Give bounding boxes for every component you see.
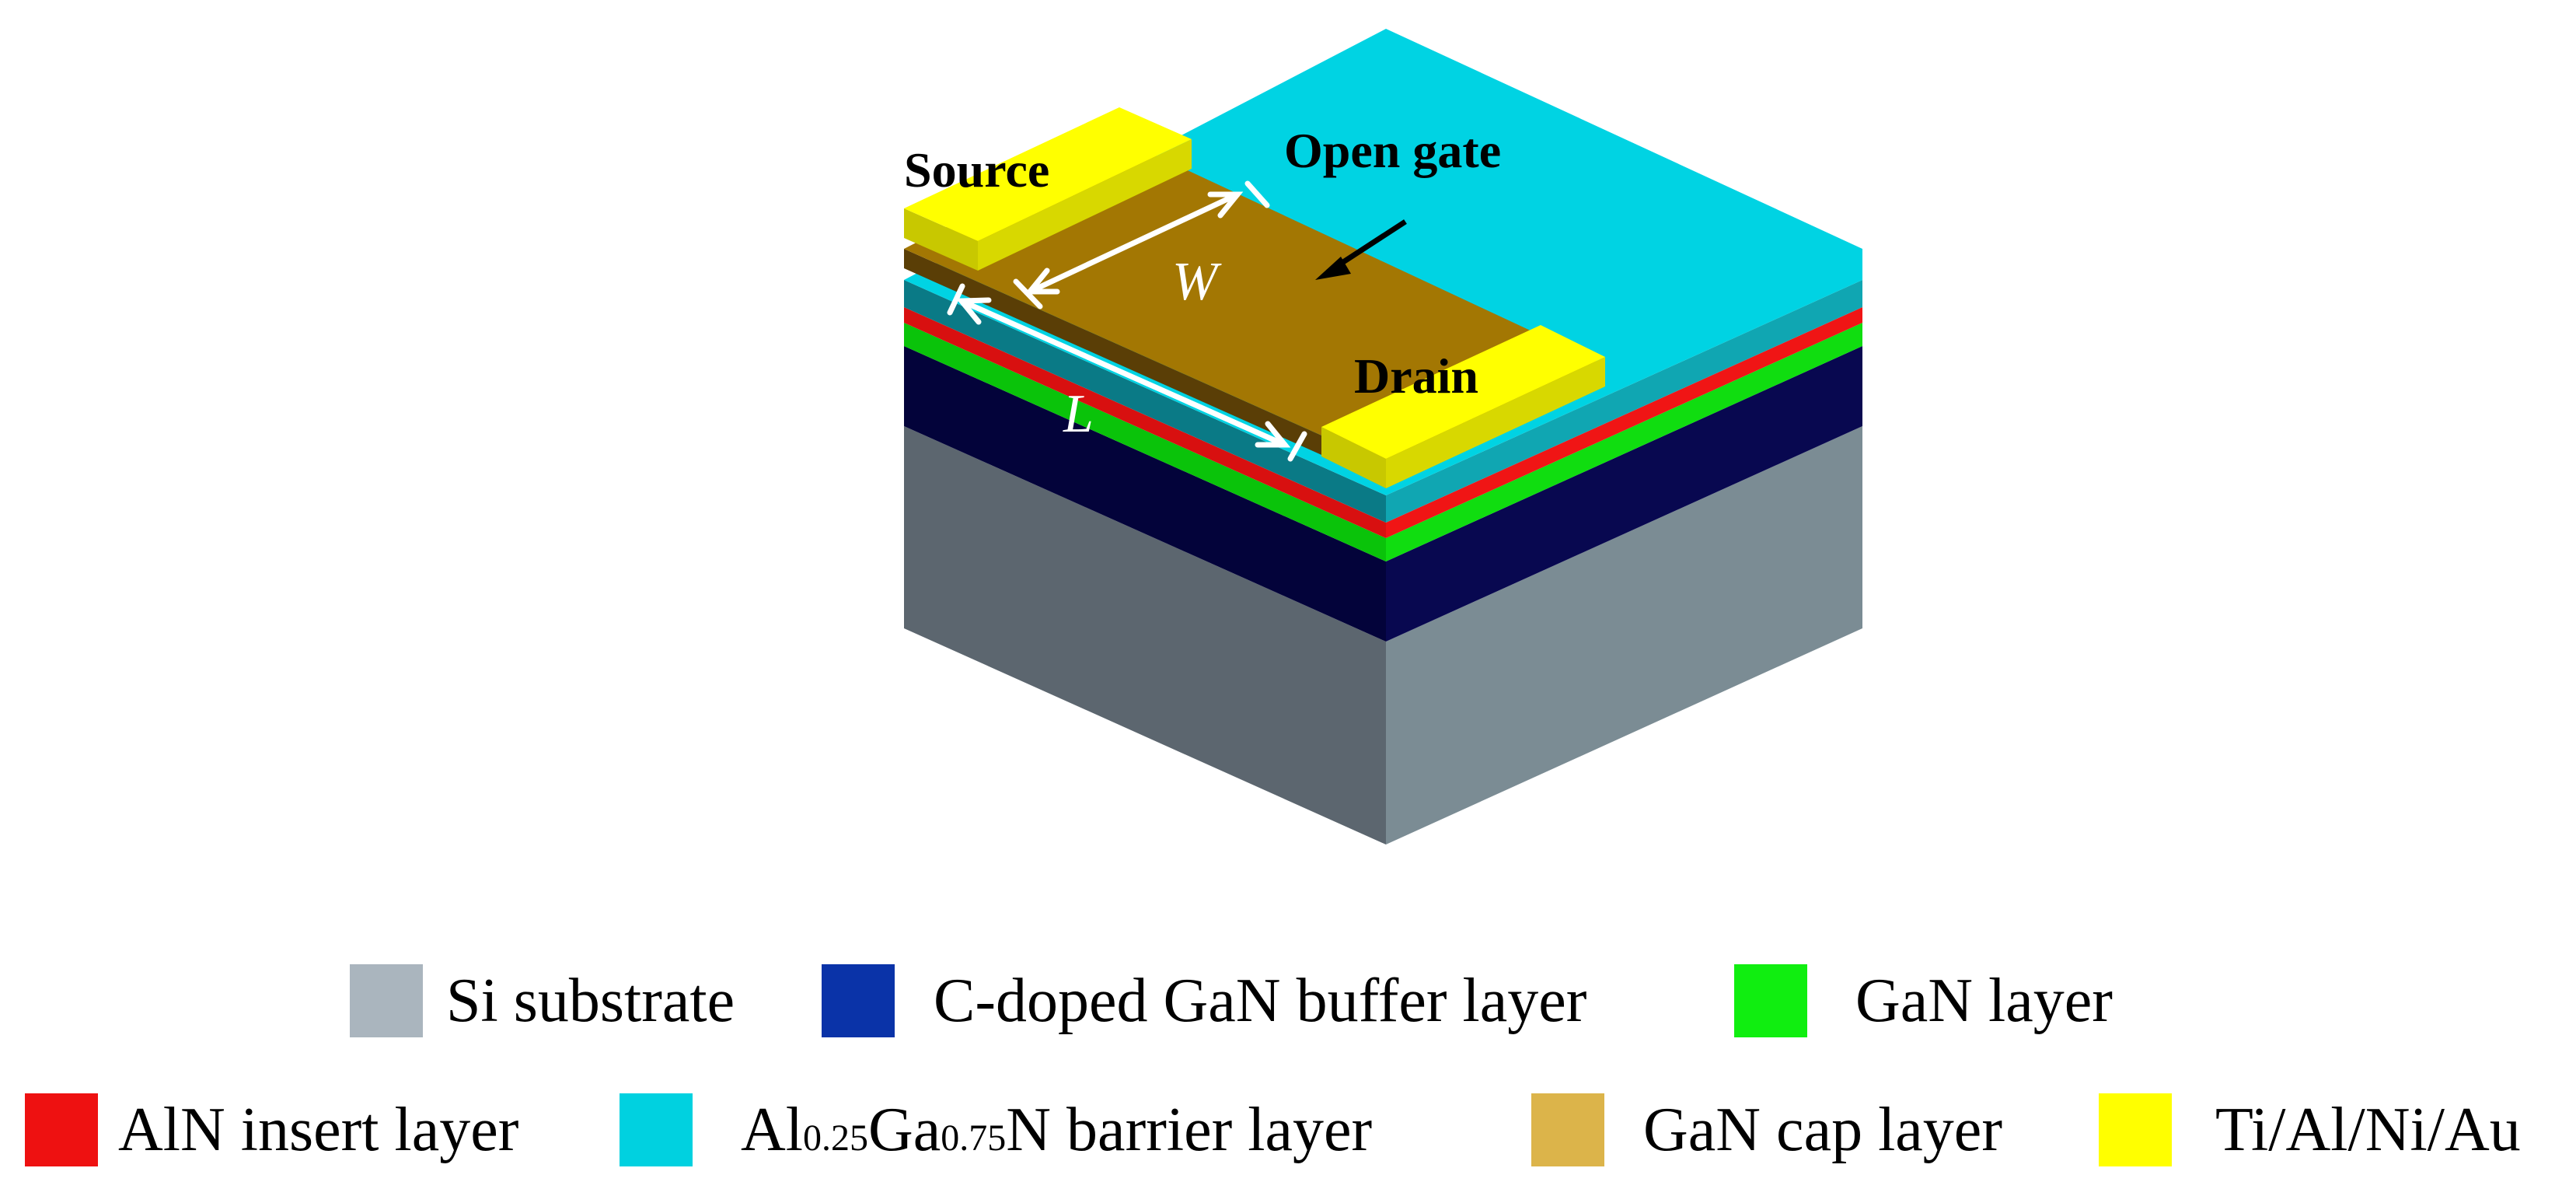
width-label: W <box>1172 252 1222 312</box>
open-gate-label: Open gate <box>1284 123 1501 178</box>
length-dimension-arrow <box>947 283 1307 462</box>
aln-layer-left-face <box>904 307 1386 538</box>
barrier-layer-swatch <box>620 1093 693 1166</box>
si-substrate-swatch <box>350 964 423 1037</box>
legend-label: GaN cap layer <box>1643 1095 2002 1164</box>
gan-layer-right-face <box>1386 323 1862 561</box>
legend-item-cap-layer: GaN cap layer <box>1531 1087 2002 1173</box>
legend-label: Ti/Al/Ni/Au <box>2215 1095 2521 1164</box>
legend-item-gan-layer: GaN layer <box>1734 958 2113 1044</box>
legend-label: GaN layer <box>1855 966 2113 1035</box>
hemt-device-diagram: Source Open gate Drain W L <box>904 29 1862 845</box>
legend-item-barrier-layer: Al0.25Ga0.75N barrier layer <box>620 1087 1372 1173</box>
open-gate-pointer-arrow <box>1315 219 1407 280</box>
metal-contacts-swatch <box>2099 1093 2172 1166</box>
gan-layer-swatch <box>1734 964 1807 1037</box>
source-contact-front <box>904 208 978 271</box>
buffer-layer-left-face <box>904 346 1386 642</box>
legend-label: C-doped GaN buffer layer <box>934 966 1587 1035</box>
drain-contact-side <box>1386 357 1605 488</box>
legend-item-metal-contacts: Ti/Al/Ni/Au <box>2099 1087 2521 1173</box>
legend-row-2: AlN insert layer Al0.25Ga0.75N barrier l… <box>0 1087 2576 1173</box>
buffer-layer-right-face <box>1386 346 1862 642</box>
drain-contact-front <box>1321 427 1386 488</box>
source-label: Source <box>904 142 1049 198</box>
cap-layer-swatch <box>1531 1093 1604 1166</box>
legend-item-buffer-layer: C-doped GaN buffer layer <box>822 958 1586 1044</box>
legend-label: AlN insert layer <box>118 1095 519 1164</box>
width-dimension-arrow <box>1013 180 1270 309</box>
source-contact-top <box>904 107 1192 241</box>
barrier-layer-left-face <box>904 280 1386 523</box>
length-label: L <box>1063 384 1094 444</box>
gan-layer-left-face <box>904 323 1386 561</box>
source-contact-side <box>978 139 1192 271</box>
legend-item-si-substrate: Si substrate <box>350 958 735 1044</box>
legend-label: Si substrate <box>446 966 735 1035</box>
drain-label: Drain <box>1354 348 1478 404</box>
buffer-layer-swatch <box>822 964 895 1037</box>
legend-label: Al0.25Ga0.75N barrier layer <box>741 1095 1373 1164</box>
si-substrate-right-face <box>1386 426 1862 845</box>
aln-layer-swatch <box>25 1093 98 1166</box>
si-substrate-left-face <box>904 426 1386 845</box>
legend-item-aln-layer: AlN insert layer <box>25 1087 518 1173</box>
aln-layer-right-face <box>1386 307 1862 538</box>
barrier-layer-right-face <box>1386 280 1862 523</box>
legend-row-1: Si substrate C-doped GaN buffer layer Ga… <box>0 958 2576 1044</box>
drain-contact-top <box>1321 325 1605 459</box>
